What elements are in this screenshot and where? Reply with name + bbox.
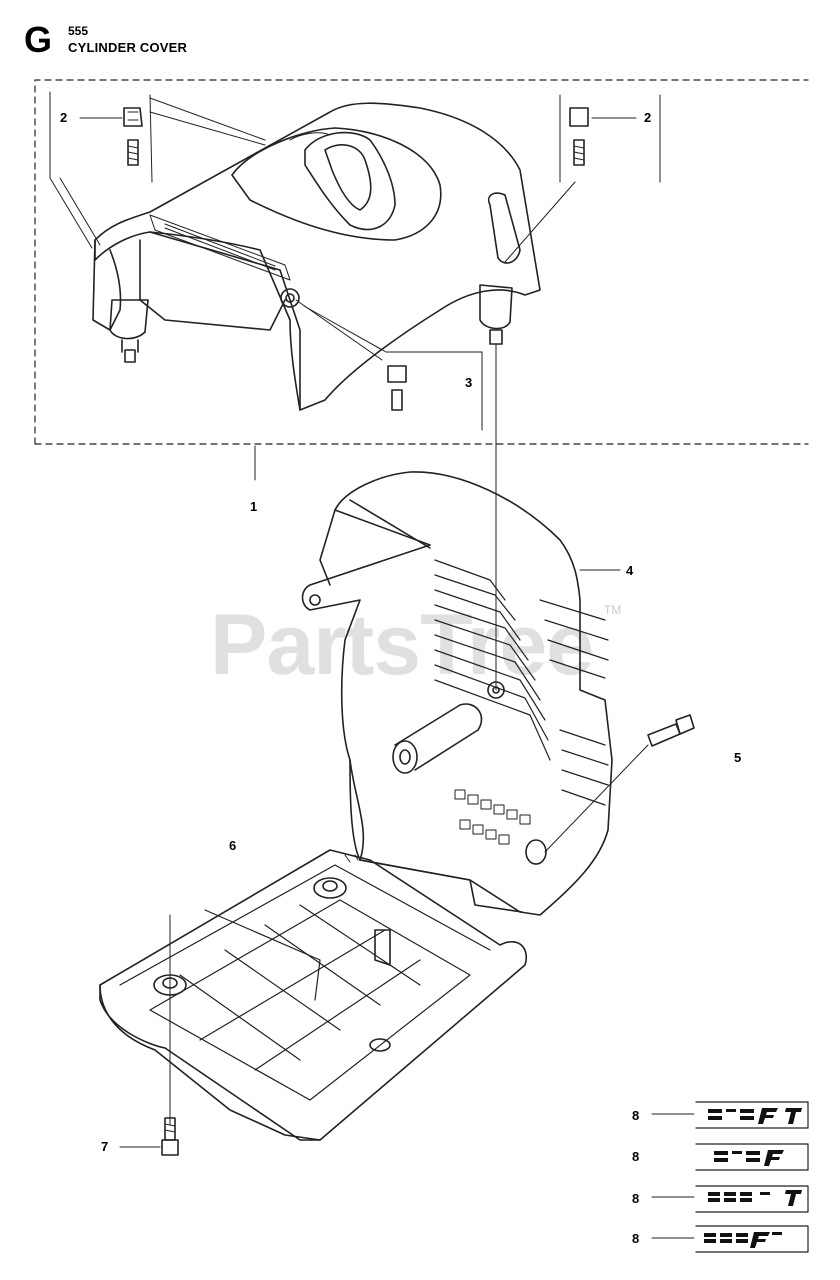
callout-8: 8 [632,1231,640,1246]
callout-1: 1 [250,499,258,514]
screw-2-right [504,94,661,263]
screw-7 [119,1117,179,1156]
decal-graphics [704,1108,802,1248]
callout-2-right: 2 [644,110,652,125]
screw-3 [295,299,483,431]
callout-5: 5 [734,750,742,765]
section-letter: G [24,19,53,60]
decal-row: 8 [628,1102,818,1130]
decal-leaders [651,1113,695,1239]
watermark-trademark: TM [604,603,622,617]
watermark: PartsTree [210,597,594,693]
screw-5 [544,714,695,853]
bottom-plate [99,849,527,1141]
callout-3: 3 [465,375,473,390]
callout-8: 8 [632,1108,640,1123]
callout-6: 6 [229,838,237,853]
model-number: 555 [68,24,89,38]
callout-8: 8 [632,1191,640,1206]
callout-7: 7 [101,1139,109,1154]
assembly-box-outline [34,79,809,445]
top-cover [92,102,541,411]
callout-2-left: 2 [60,110,68,125]
callout-8: 8 [632,1149,640,1164]
decal-row: 8 [628,1185,818,1213]
cylinder-cover [301,471,621,916]
decal-row: 8 [628,1143,818,1171]
callout-4: 4 [626,563,634,578]
page-title: CYLINDER COVER [68,40,188,55]
screw-2-left [49,91,266,249]
decal-outlines [695,1101,809,1253]
decal-row: 8 [628,1225,818,1253]
